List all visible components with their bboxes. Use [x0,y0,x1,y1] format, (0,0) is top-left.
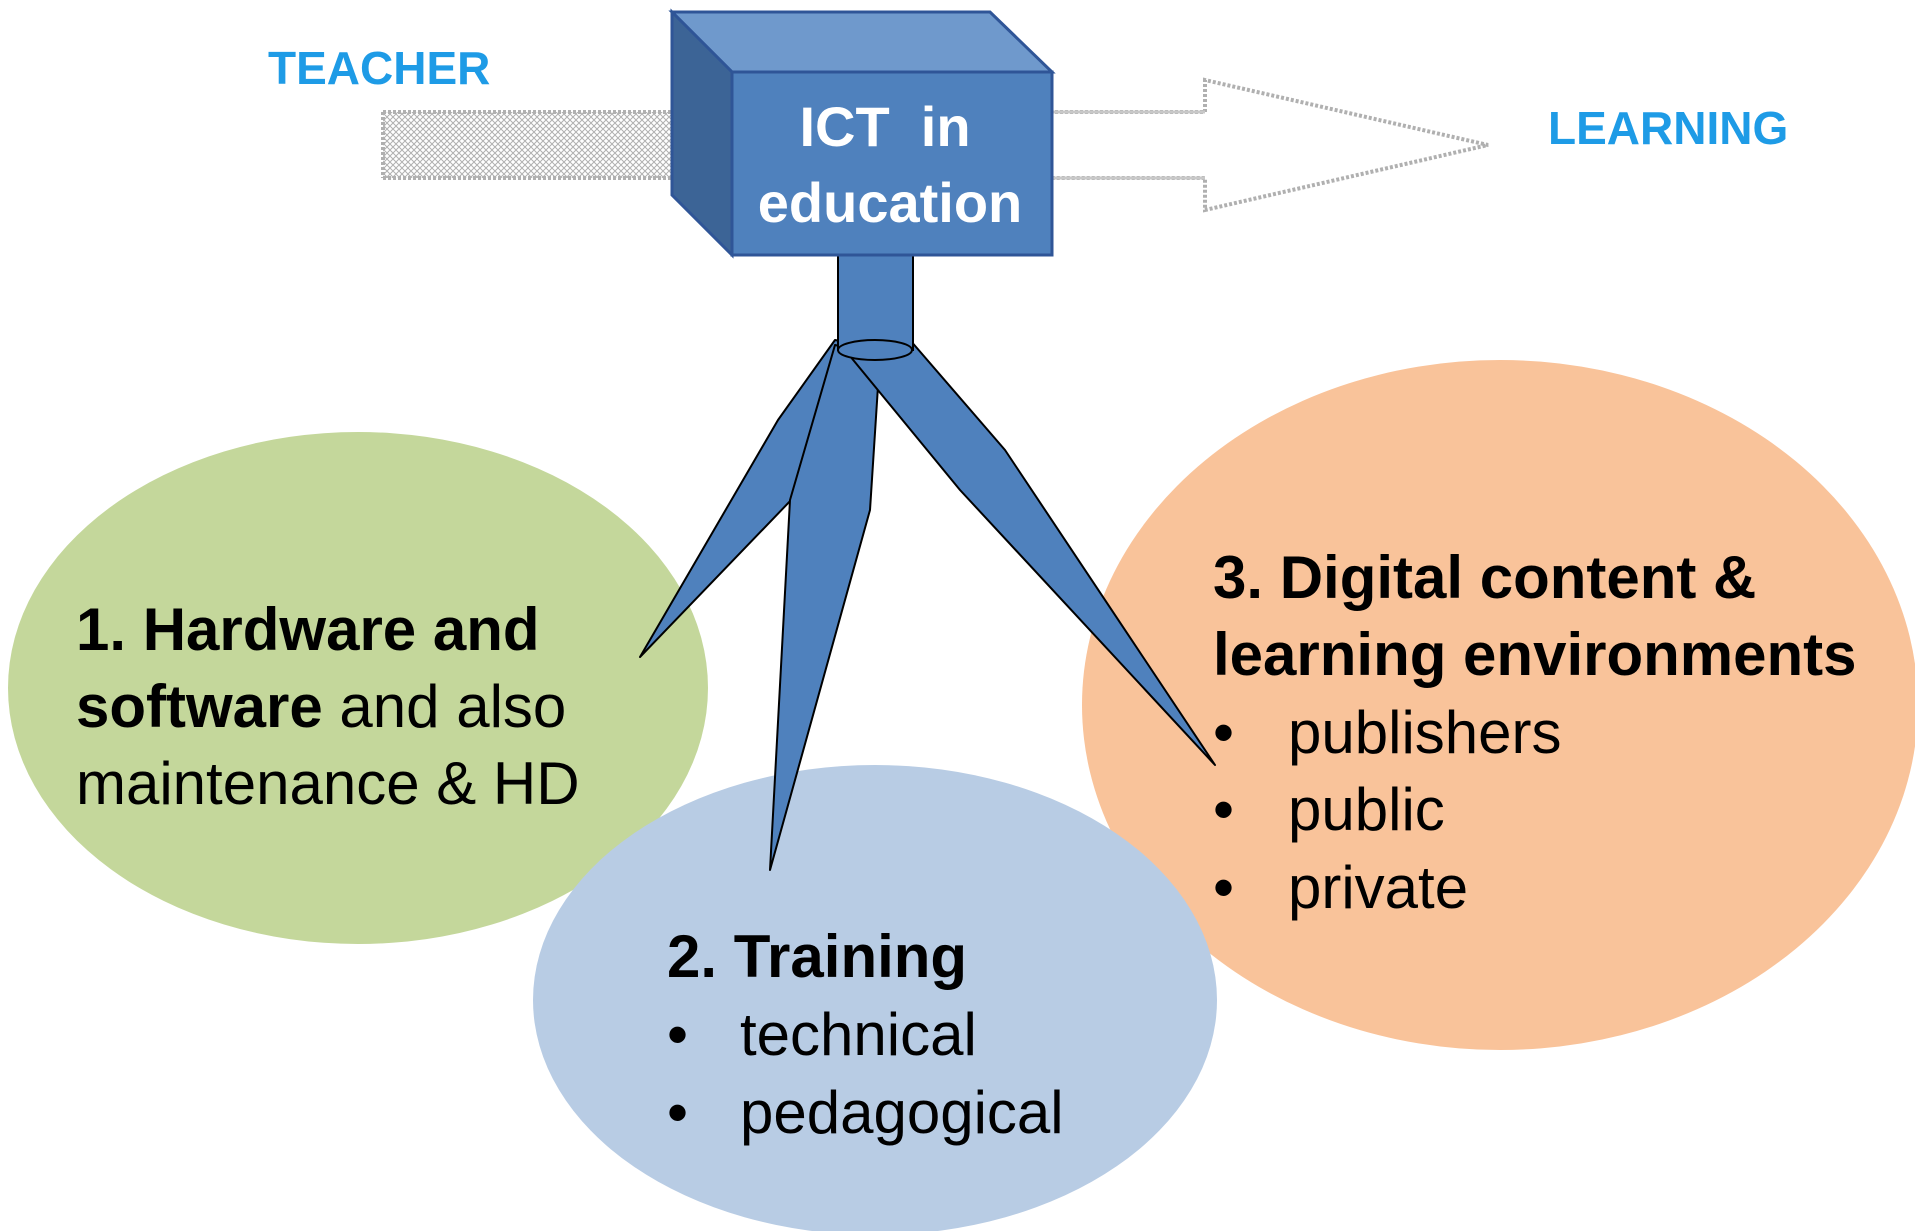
content-text: 3. Digital content & learning environmen… [1213,544,1856,921]
ict-cube: ICT in education [668,8,1056,259]
cube-line-1: ICT in [799,95,970,158]
content-bullet-1: • [1213,699,1234,766]
content-title-line-2: learning environments [1213,621,1856,688]
content-title-line-1: 3. Digital content & [1213,544,1756,611]
training-text: 2. Training • technical • pedagogical [667,923,1064,1146]
cube-line-2: education [758,171,1022,234]
hardware-software-bold: software [76,673,323,740]
learning-label: LEARNING [1548,102,1788,154]
hardware-line-3: maintenance & HD [76,750,580,817]
teacher-to-learning-arrow [381,77,1489,213]
hardware-text: 1. Hardware and software and also mainte… [76,596,580,817]
hardware-line-2-rest: and also [323,673,567,740]
content-item-private: private [1288,854,1468,921]
cube-front-face [730,70,1054,257]
training-ellipse [533,765,1217,1231]
training-title: 2. Training [667,923,967,990]
content-bullet-2: • [1213,776,1234,843]
cube-top-face [668,10,1056,74]
tripod-legs [639,339,1216,871]
training-item-pedagogical: pedagogical [740,1079,1064,1146]
cube-stem [837,251,914,361]
hardware-line-2: software and also [76,673,566,740]
training-bullet-2: • [667,1079,688,1146]
hardware-ellipse [8,432,708,944]
content-bullet-3: • [1213,854,1234,921]
teacher-label: TEACHER [268,42,490,94]
content-item-public: public [1288,776,1445,843]
hardware-title: 1. Hardware and [76,596,540,663]
content-ellipse [1082,360,1915,1050]
training-bullet-1: • [667,1001,688,1068]
content-item-publishers: publishers [1288,699,1562,766]
training-item-technical: technical [740,1001,977,1068]
